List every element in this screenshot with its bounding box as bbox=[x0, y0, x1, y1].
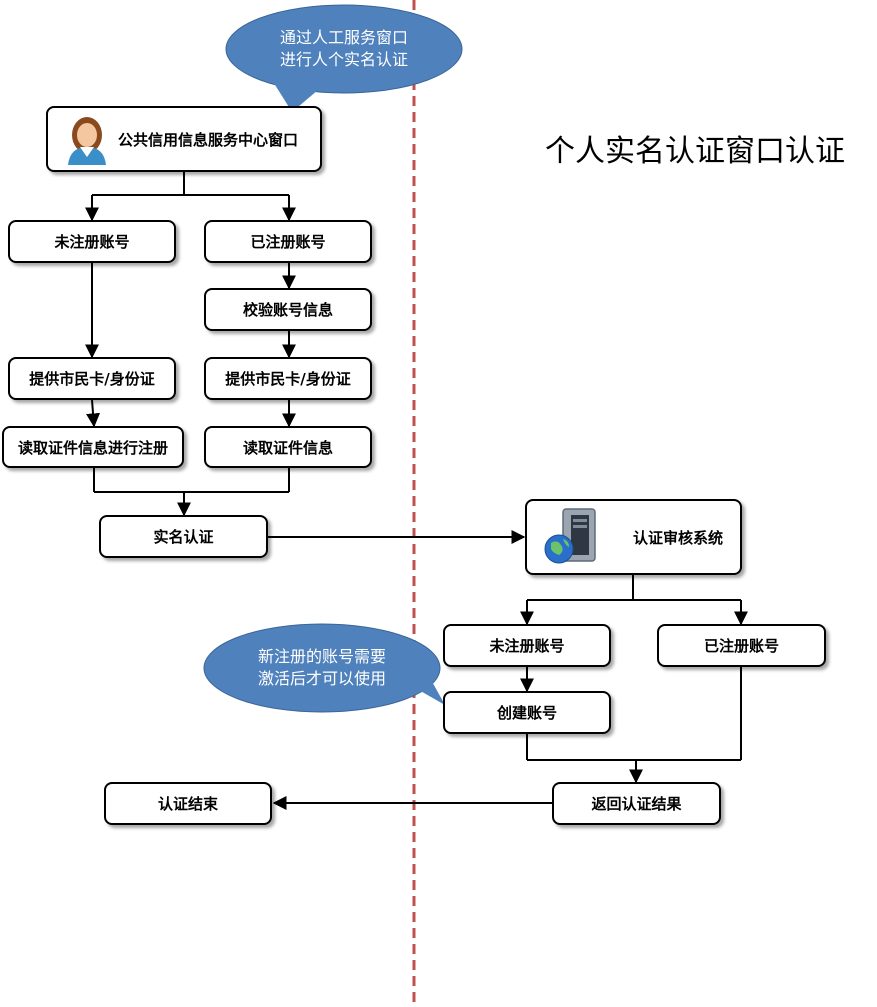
verify-account-node: 校验账号信息 bbox=[204, 288, 372, 331]
unregistered-left-node: 未注册账号 bbox=[8, 220, 176, 263]
read-and-register-node: 读取证件信息进行注册 bbox=[2, 426, 184, 468]
page-title: 个人实名认证窗口认证 bbox=[545, 134, 845, 169]
bubble-top-line1: 通过人工服务窗口 bbox=[279, 28, 408, 47]
service-center-node: 公共信用信息服务中心窗口 bbox=[46, 106, 322, 172]
create-account-node: 创建账号 bbox=[443, 691, 611, 734]
speech-bubble-mid bbox=[203, 623, 445, 713]
audit-system-label: 认证审核系统 bbox=[633, 528, 724, 547]
bubble-top-line2: 进行人个实名认证 bbox=[279, 50, 408, 69]
bubble-mid-text: 新注册的账号需要 激活后才可以使用 bbox=[204, 646, 440, 690]
bubble-top-text: 通过人工服务窗口 进行人个实名认证 bbox=[226, 27, 462, 71]
person-icon bbox=[64, 113, 110, 165]
speech-bubble-top bbox=[225, 4, 463, 112]
server-globe-icon bbox=[541, 505, 605, 569]
real-name-auth-node: 实名认证 bbox=[99, 515, 268, 558]
bubble-mid-line1: 新注册的账号需要 bbox=[257, 647, 386, 666]
auth-end-node: 认证结束 bbox=[104, 782, 272, 825]
bubble-mid-line2: 激活后才可以使用 bbox=[257, 669, 386, 688]
audit-system-node: 认证审核系统 bbox=[525, 499, 742, 575]
unregistered-right-node: 未注册账号 bbox=[443, 624, 611, 667]
service-center-label: 公共信用信息服务中心窗口 bbox=[118, 130, 299, 149]
registered-right-node: 已注册账号 bbox=[657, 624, 826, 667]
provide-card-left-node: 提供市民卡/身份证 bbox=[8, 357, 176, 400]
return-result-node: 返回认证结果 bbox=[552, 782, 721, 825]
provide-card-right-node: 提供市民卡/身份证 bbox=[204, 357, 372, 400]
read-info-node: 读取证件信息 bbox=[204, 426, 372, 468]
registered-left-node: 已注册账号 bbox=[204, 220, 372, 263]
